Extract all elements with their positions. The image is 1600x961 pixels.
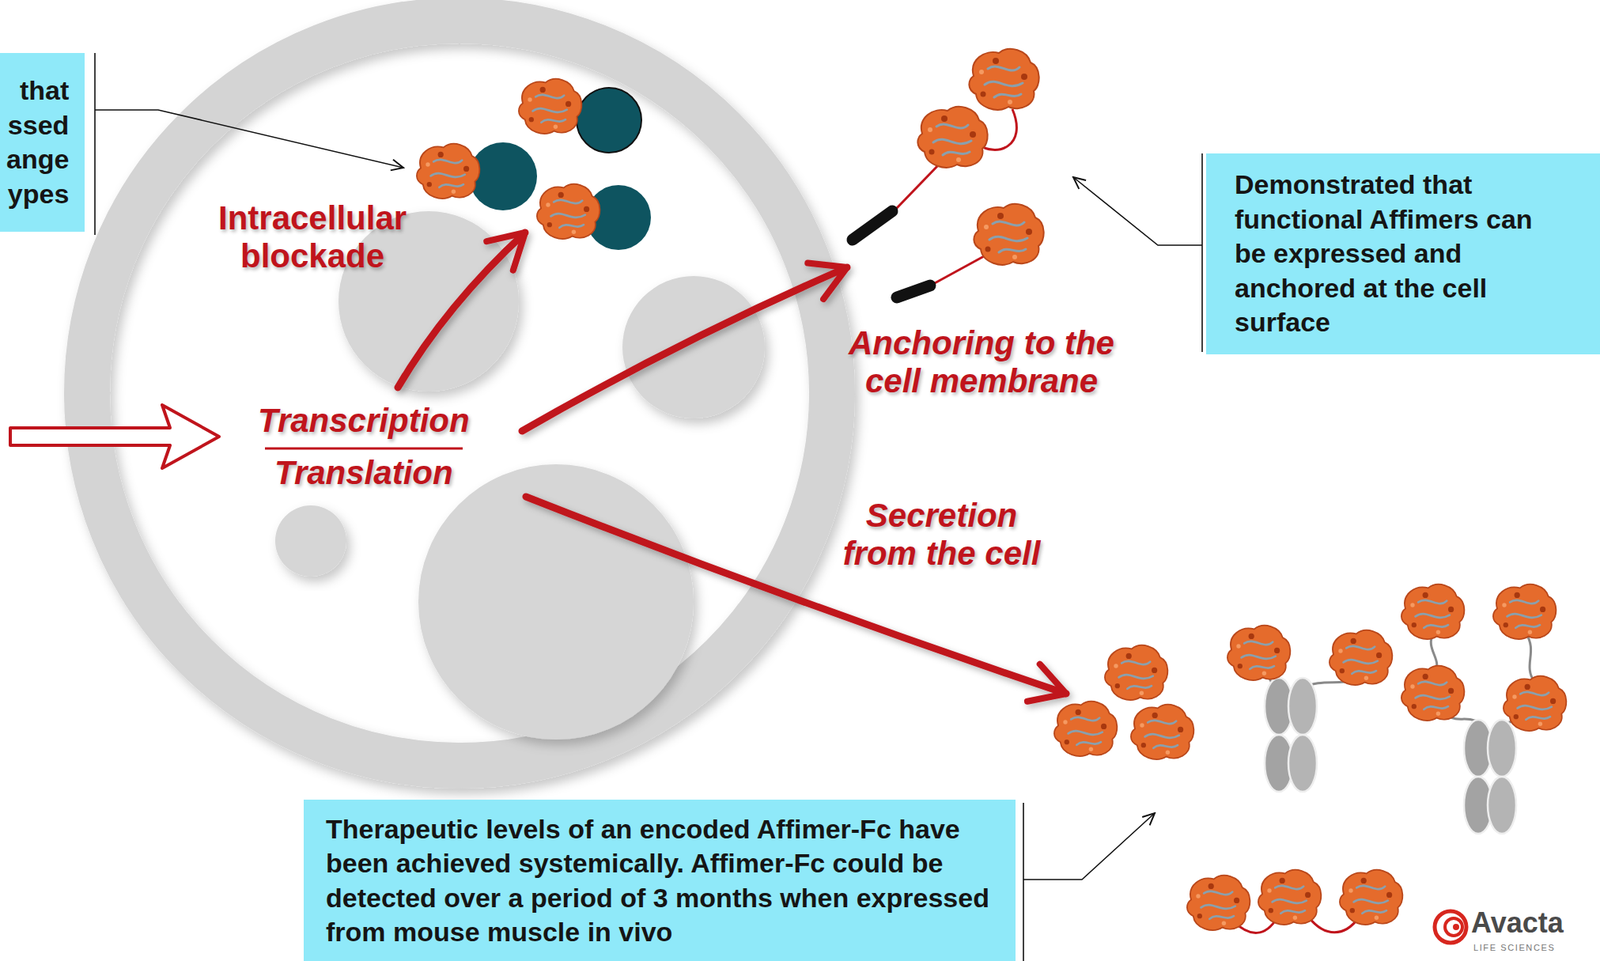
pathway-arrows	[397, 232, 1067, 694]
callout-text: Demonstrated that functional Affimers ca…	[1234, 167, 1561, 341]
cell	[86, 20, 833, 766]
callout-box: Demonstrated that functional Affimers ca…	[1206, 153, 1600, 355]
affimer-fc	[1227, 584, 1566, 834]
step-label: Intracellular blockade	[218, 199, 407, 277]
secreted-affimers	[1054, 645, 1194, 760]
callout-text: that ssed ange ypes	[6, 73, 69, 212]
blocked-targets	[416, 79, 651, 250]
callout-text: Therapeutic levels of an encoded Affimer…	[325, 812, 994, 950]
anchored-affimers	[852, 49, 1044, 298]
step-label: Secretion from the cell	[832, 496, 1051, 574]
callout-box: that ssed ange ypes	[0, 52, 85, 232]
callout-box: Therapeutic levels of an encoded Affimer…	[303, 799, 1016, 961]
divider-line	[264, 448, 463, 450]
logo-icon	[1434, 911, 1467, 943]
logo-subtext: LIFE SCIENCES	[1473, 942, 1555, 954]
input-arrow	[10, 404, 220, 469]
tandem-affimers	[1187, 869, 1403, 934]
step-label: Transcription	[257, 401, 470, 440]
leader-lines	[94, 52, 1203, 961]
step-label: Translation	[274, 453, 454, 492]
logo-text: Avacta	[1471, 906, 1564, 939]
step-label: Anchoring to the cell membrane	[831, 324, 1132, 401]
